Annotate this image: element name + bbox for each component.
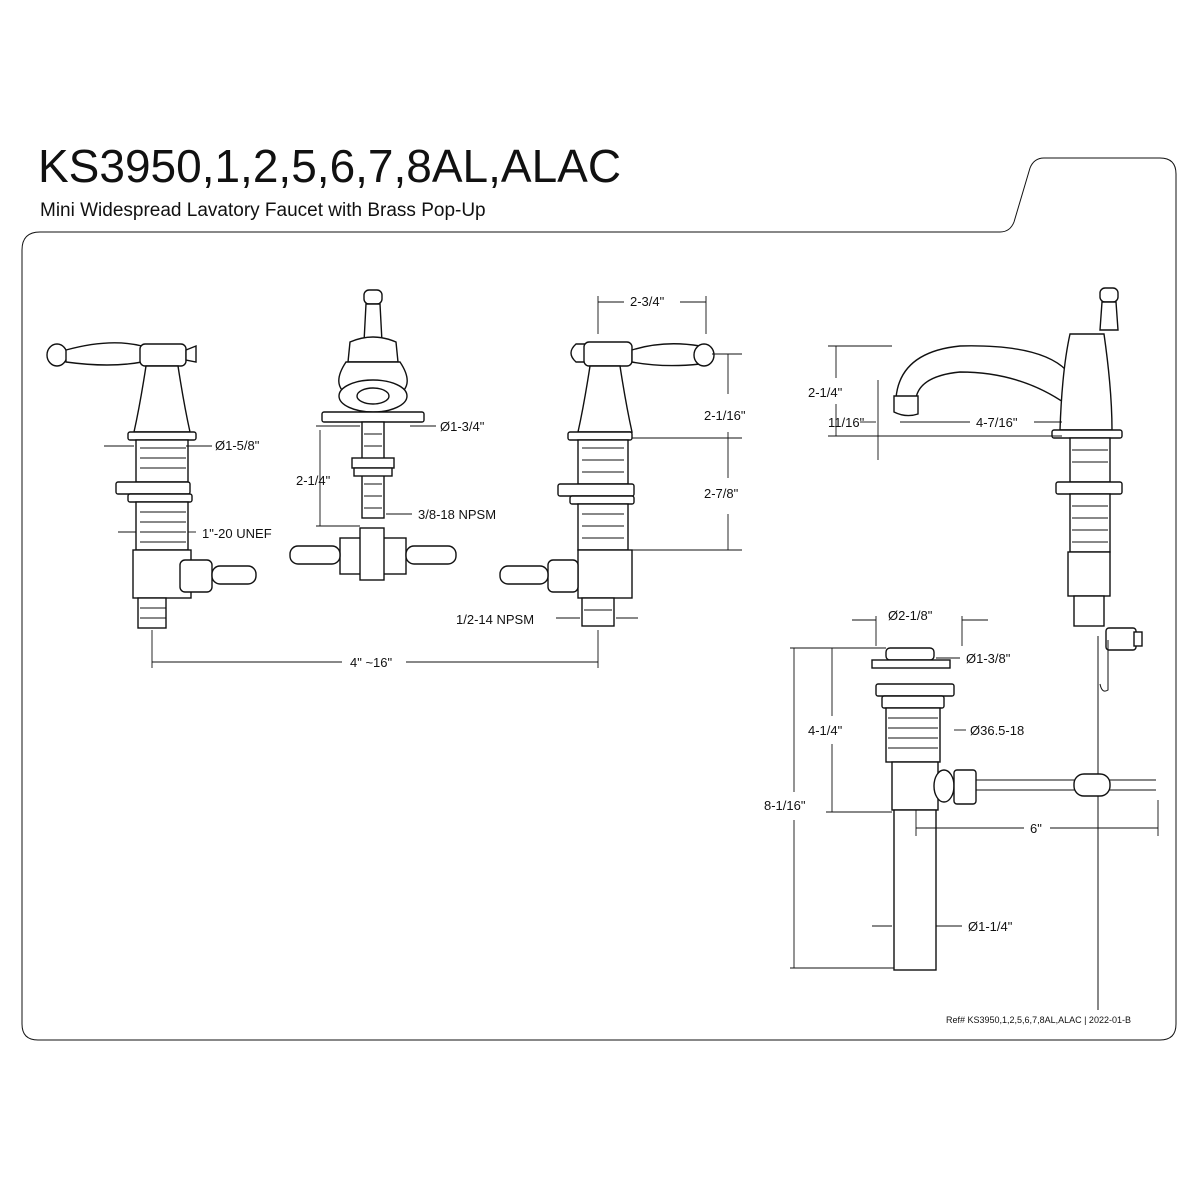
dimension-lines-center bbox=[316, 425, 436, 527]
dim-tailpiece: Ø1-1/4" bbox=[968, 919, 1013, 934]
dim-spout-thread: 3/8-18 NPSM bbox=[418, 507, 496, 522]
left-handle-assembly bbox=[46, 342, 257, 629]
dim-drain-flange: Ø2-1/8" bbox=[888, 608, 933, 623]
dim-drain-total: 8-1/16" bbox=[764, 798, 806, 813]
model-title: KS3950,1,2,5,6,7,8AL,ALAC bbox=[38, 140, 622, 192]
dim-handle-height: 2-1/16" bbox=[704, 408, 746, 423]
dimension-lines-left bbox=[104, 445, 599, 668]
spout-front-assembly bbox=[289, 289, 457, 581]
dim-spread: 4" ~16" bbox=[350, 655, 393, 670]
spout-side-assembly bbox=[893, 287, 1143, 1010]
dim-spout-base: Ø1-3/4" bbox=[440, 419, 485, 434]
dim-handle-width: 2-3/4" bbox=[630, 294, 665, 309]
dim-aerator-offset: 11/16" bbox=[828, 415, 865, 430]
drawing-frame bbox=[21, 157, 1177, 1041]
dim-spout-reach: 4-7/16" bbox=[976, 415, 1018, 430]
dim-lift-rod: 6" bbox=[1030, 821, 1042, 836]
dim-handle-diameter: Ø1-5/8" bbox=[215, 438, 260, 453]
dim-handle-shank: 2-7/8" bbox=[704, 486, 739, 501]
dim-spout-shank: 2-1/4" bbox=[296, 473, 331, 488]
dim-drain-body: 4-1/4" bbox=[808, 723, 843, 738]
reference-code: Ref# KS3950,1,2,5,6,7,8AL,ALAC | 2022-01… bbox=[946, 1015, 1131, 1025]
dim-drain-top: Ø1-3/8" bbox=[966, 651, 1011, 666]
product-description: Mini Widespread Lavatory Faucet with Bra… bbox=[40, 200, 486, 221]
right-handle-assembly bbox=[499, 341, 715, 627]
dim-spout-height: 2-1/4" bbox=[808, 385, 843, 400]
drain-assembly bbox=[871, 647, 1156, 971]
dimension-lines-right bbox=[556, 296, 742, 619]
dim-handle-thread: 1"-20 UNEF bbox=[202, 526, 272, 541]
dimension-lines-side bbox=[790, 345, 1159, 969]
dim-drain-thread: Ø36.5-18 bbox=[970, 723, 1024, 738]
dim-inlet-thread: 1/2-14 NPSM bbox=[456, 612, 534, 627]
